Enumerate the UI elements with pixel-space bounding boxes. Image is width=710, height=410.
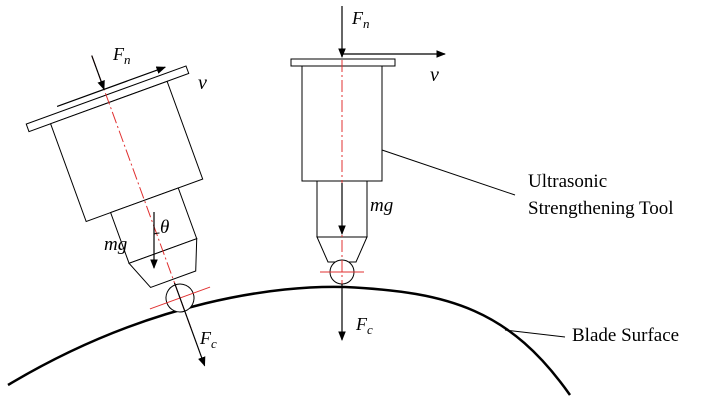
theta-label: θ [160, 217, 169, 238]
left-fn-label: Fn [112, 44, 131, 67]
surface-label: Blade Surface [572, 325, 679, 346]
left-tool [25, 55, 211, 367]
left-fc-label: Fc [199, 328, 217, 351]
blade-surface-curve [7, 285, 572, 396]
surface-leader-line [504, 329, 566, 338]
tool-label-line2: Strengthening Tool [528, 198, 674, 219]
right-fn-label: Fn [351, 8, 370, 31]
tool-leader-line [381, 149, 516, 196]
left-fn-arrow [91, 55, 105, 91]
left-tool-taper [128, 237, 198, 289]
left-fc-arrow [173, 282, 206, 367]
right-tool [290, 40, 396, 300]
right-v-label: v [430, 64, 439, 86]
left-mg-label: mg [104, 234, 127, 255]
left-tool-centerline [91, 55, 192, 329]
left-v-label: v [198, 72, 207, 94]
right-tool-top-plate [290, 58, 396, 67]
left-v-arrow [56, 66, 167, 108]
tool-label-line1: Ultrasonic [528, 171, 607, 192]
right-fc-label: Fc [355, 314, 373, 337]
theta-arc [153, 232, 160, 235]
right-mg-label: mg [370, 195, 393, 216]
